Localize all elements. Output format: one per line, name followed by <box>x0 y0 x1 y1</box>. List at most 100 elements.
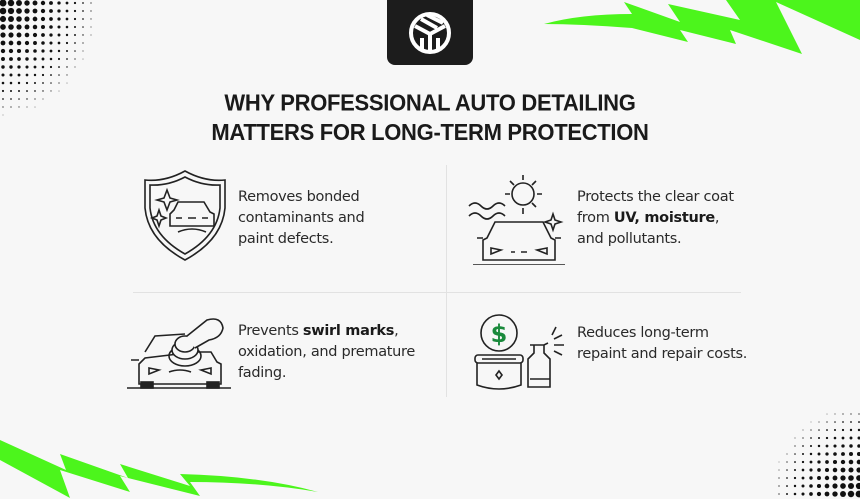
halftone-dot <box>74 34 76 36</box>
halftone-dot <box>66 58 68 60</box>
halftone-dot <box>825 444 829 448</box>
halftone-dot <box>849 444 853 448</box>
page-title: WHY PROFESSIONAL AUTO DETAILING MATTERS … <box>0 89 860 148</box>
halftone-dot <box>57 1 61 5</box>
halftone-dot <box>824 483 830 489</box>
halftone-dot <box>833 452 837 456</box>
halftone-dot <box>16 0 22 6</box>
halftone-dot <box>778 493 780 495</box>
halftone-dot <box>57 49 61 53</box>
halftone-dot <box>41 73 45 77</box>
item-line: repaint and repair costs. <box>577 346 748 362</box>
halftone-dot <box>0 32 6 38</box>
halftone-dot <box>57 25 61 29</box>
halftone-dot <box>794 445 796 447</box>
halftone-dot <box>66 82 68 84</box>
halftone-dot <box>65 41 69 45</box>
halftone-dot <box>1 65 5 69</box>
halftone-dot <box>49 57 53 61</box>
halftone-dot <box>778 477 780 479</box>
halftone-dot <box>33 41 37 45</box>
halftone-dot <box>9 73 13 77</box>
halftone-dot <box>794 461 796 463</box>
money-wax-spray-icon: $ <box>474 314 564 390</box>
halftone-dot <box>66 50 68 52</box>
halftone-dot <box>809 468 813 472</box>
halftone-dot <box>834 421 836 423</box>
halftone-dot <box>801 476 805 480</box>
halftone-dot <box>40 16 46 22</box>
benefit-item-1: Removes bonded contaminants and paint de… <box>238 187 365 250</box>
halftone-dot <box>849 436 853 440</box>
halftone-dot <box>849 428 853 432</box>
halftone-dot <box>816 491 822 497</box>
halftone-dot <box>65 25 69 29</box>
halftone-dot <box>74 58 76 60</box>
halftone-dot <box>90 26 92 28</box>
halftone-dot <box>32 0 38 6</box>
benefit-item-3: Prevents swirl marks, oxidation, and pre… <box>238 321 415 384</box>
halftone-dot <box>841 452 845 456</box>
halftone-dot <box>7 7 15 15</box>
halftone-dot <box>41 41 45 45</box>
halftone-dot <box>42 98 44 100</box>
halftone-dot <box>1 81 5 85</box>
halftone-dot <box>778 485 780 487</box>
halftone-dot <box>817 468 821 472</box>
halftone-dot <box>825 452 829 456</box>
halftone-dot <box>40 0 46 6</box>
halftone-dot <box>1 73 5 77</box>
halftone-dot <box>841 444 845 448</box>
halftone-dot <box>17 65 21 69</box>
halftone-dot <box>786 461 788 463</box>
halftone-dot <box>817 444 821 448</box>
halftone-dot <box>73 17 77 21</box>
halftone-dot <box>801 492 805 496</box>
benefit-item-4: Reduces long-term repaint and repair cos… <box>577 323 747 365</box>
halftone-dot <box>794 437 796 439</box>
halftone-dot <box>802 437 804 439</box>
halftone-dot <box>0 48 6 54</box>
item-line: paint defects. <box>238 231 334 247</box>
halftone-dot <box>18 98 20 100</box>
halftone-dot <box>25 49 29 53</box>
item-line: Removes bonded <box>238 189 360 205</box>
halftone-dot <box>833 436 837 440</box>
halftone-dot <box>50 90 52 92</box>
halftone-dot <box>9 89 13 93</box>
halftone-dot <box>42 90 44 92</box>
halftone-dot <box>856 459 860 465</box>
halftone-dot <box>842 413 844 415</box>
halftone-dot <box>793 468 797 472</box>
halftone-dot <box>826 421 828 423</box>
bold-text: swirl marks <box>302 323 395 339</box>
halftone-dot <box>833 444 837 448</box>
halftone-dot <box>41 49 45 53</box>
halftone-dot <box>65 1 69 5</box>
halftone-dot <box>1 89 5 93</box>
item-line: oxidation, and premature <box>238 344 416 360</box>
halftone-dot <box>58 90 60 92</box>
halftone-dot <box>858 421 860 423</box>
halftone-dot <box>41 33 45 37</box>
text: from <box>577 210 614 226</box>
vertical-divider <box>446 165 447 397</box>
item-line: fading. <box>238 365 287 381</box>
halftone-dot <box>8 48 14 54</box>
halftone-dot <box>32 24 38 30</box>
halftone-dot <box>809 492 813 496</box>
halftone-dot <box>832 475 838 481</box>
halftone-dot <box>34 90 36 92</box>
halftone-dot <box>824 467 830 473</box>
text: Prevents <box>238 323 303 339</box>
item-line: Prevents swirl marks, <box>238 321 415 342</box>
svg-text:$: $ <box>491 320 508 348</box>
halftone-dot <box>850 413 852 415</box>
halftone-dot <box>82 10 84 12</box>
halftone-dot <box>34 106 36 108</box>
halftone-dot <box>826 429 828 431</box>
halftone-dot <box>2 106 4 108</box>
halftone-dot <box>0 24 6 30</box>
halftone-dot <box>0 7 7 15</box>
halftone-dot <box>857 436 860 440</box>
